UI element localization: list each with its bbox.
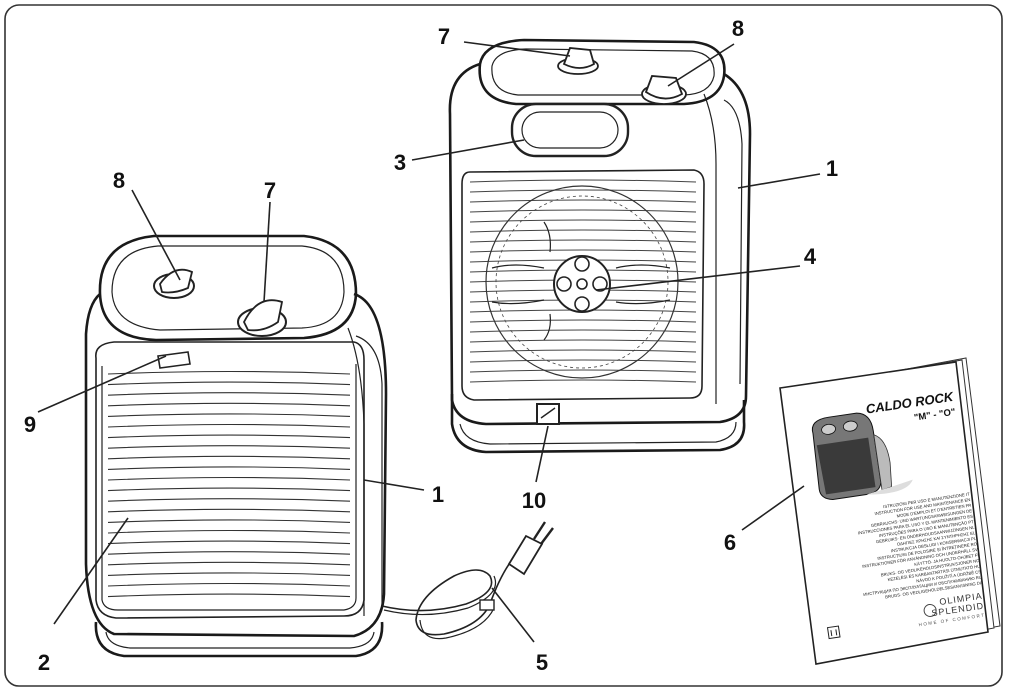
grille-slat xyxy=(107,519,351,523)
grille-slat xyxy=(469,379,697,383)
callout-2: 2 xyxy=(38,650,50,675)
front-heater-illustration xyxy=(84,234,388,658)
grille-slat xyxy=(469,359,697,363)
grille-slat xyxy=(469,219,697,223)
fan-hub xyxy=(485,185,679,379)
grille-slat xyxy=(107,423,351,428)
manual-heater-image xyxy=(811,412,913,500)
grille-slat xyxy=(107,508,351,513)
grille-slat xyxy=(107,593,351,598)
grille-slat xyxy=(107,572,351,576)
grille-slat xyxy=(107,582,351,587)
grille-slat xyxy=(469,189,697,193)
carry-handle xyxy=(510,102,630,158)
grille-slat xyxy=(107,487,351,492)
callout-6: 6 xyxy=(724,530,736,555)
callout-4: 4 xyxy=(804,244,817,269)
grille-slat xyxy=(107,466,351,470)
grille-slat xyxy=(107,551,351,555)
grille-slat xyxy=(469,179,697,183)
leader-lines xyxy=(37,41,821,643)
grille-slat xyxy=(469,239,697,243)
power-switch xyxy=(536,403,560,425)
grille-slat xyxy=(107,455,351,460)
diagram-border xyxy=(4,4,1003,687)
grille-slat xyxy=(107,529,351,534)
ce-mark-icon xyxy=(826,625,841,640)
grille-slat xyxy=(107,370,351,375)
grille-slat xyxy=(107,434,351,439)
grille-slat xyxy=(107,476,351,481)
grille-slat xyxy=(107,402,351,407)
callout-7-front: 7 xyxy=(264,178,276,203)
grille-slat xyxy=(469,349,697,353)
grille-slat xyxy=(469,329,697,333)
grille-slat xyxy=(469,339,697,343)
grille-slat xyxy=(469,209,697,213)
instruction-manual: CALDO ROCK "M" - "O" ISTRUZIONI PER USO … xyxy=(779,357,1001,665)
callout-8-front: 8 xyxy=(113,168,125,193)
grille-slat xyxy=(107,445,351,449)
front-grille xyxy=(107,370,351,598)
grille-slat xyxy=(469,249,697,253)
callout-3: 3 xyxy=(394,150,406,175)
grille-slat xyxy=(107,381,351,386)
grille-slat xyxy=(107,561,351,566)
knob-8-front xyxy=(153,268,195,299)
grille-slat xyxy=(469,199,697,203)
grille-slat xyxy=(107,413,351,417)
grille-slat xyxy=(107,498,351,502)
knob-7-rear xyxy=(557,47,599,75)
callout-1-rear: 1 xyxy=(826,156,838,181)
grille-slat xyxy=(107,392,351,396)
callout-9: 9 xyxy=(24,412,36,437)
rear-heater-illustration xyxy=(448,38,752,454)
grille-slat xyxy=(107,540,351,545)
callout-8-rear: 8 xyxy=(732,16,744,41)
grille-slat xyxy=(469,229,697,233)
callout-10: 10 xyxy=(522,488,546,513)
knob-8-rear xyxy=(641,75,687,105)
grille-slat xyxy=(469,319,697,323)
exploded-parts-diagram: CALDO ROCK "M" - "O" ISTRUZIONI PER USO … xyxy=(4,4,1003,687)
grille-slat xyxy=(469,369,697,373)
knob-7-front xyxy=(237,299,287,337)
callout-1-front: 1 xyxy=(432,482,444,507)
power-cord xyxy=(381,521,554,640)
callout-7-rear: 7 xyxy=(438,24,450,49)
callout-5: 5 xyxy=(536,650,548,675)
callout-labels: 8 7 9 1 2 5 7 8 3 1 4 10 6 xyxy=(24,16,838,675)
